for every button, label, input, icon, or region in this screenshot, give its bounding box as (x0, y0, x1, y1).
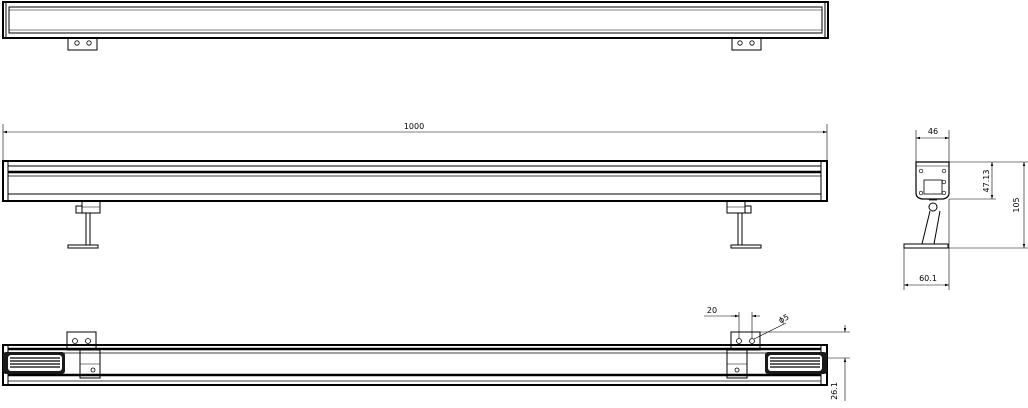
front-view: 1000 (2, 122, 828, 249)
dim-length: 1000 (404, 122, 424, 131)
dim-hole-spacing: 20 (707, 306, 717, 315)
dim-hole-diameter: ϕ5 (777, 312, 790, 325)
dim-base-width: 60.1 (919, 274, 937, 283)
dim-height-body: 47.13 (982, 170, 991, 193)
top-bracket-left (67, 37, 98, 51)
dim-width-top: 46 (928, 127, 938, 136)
front-stand-right (726, 200, 762, 249)
top-view (2, 1, 829, 51)
dim-bottom-offset: 26.1 (830, 382, 839, 400)
side-view: 46 47.13 105 60.1 (903, 127, 1028, 290)
bottom-bracket-right (726, 331, 761, 379)
front-stand-left (67, 200, 101, 249)
bottom-view: 20 ϕ5 26.1 (2, 306, 850, 401)
bottom-endcap-right (765, 352, 827, 374)
bottom-endcap-left (3, 352, 65, 374)
dim-height-total: 105 (1012, 197, 1021, 212)
top-bracket-right (731, 37, 762, 51)
bottom-bracket-left (66, 331, 101, 379)
